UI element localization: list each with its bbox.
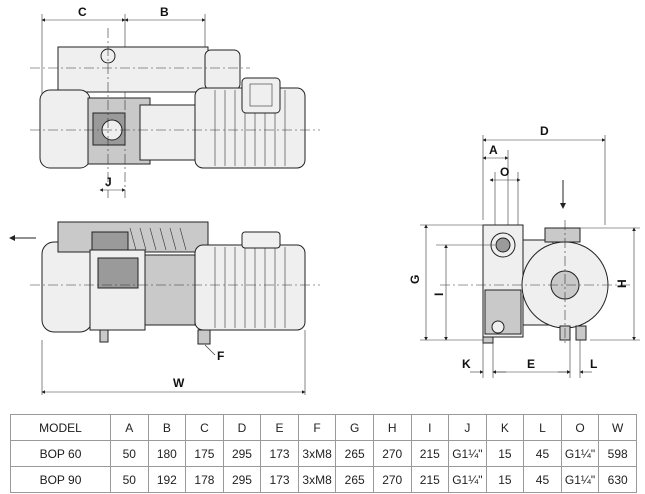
header-cell: L <box>523 414 562 441</box>
header-cell: H <box>372 414 412 441</box>
dim-label-e: E <box>527 357 535 371</box>
table-cell: 265 <box>335 466 374 493</box>
table-cell: 295 <box>222 466 262 493</box>
specification-table: MODEL A B C D E F G H I J K L O W BOP 60… <box>10 414 637 493</box>
dim-label-g: G <box>408 275 422 284</box>
table-cell: G1¼" <box>448 440 487 467</box>
header-cell: C <box>185 414 224 441</box>
table-cell: 3xM8 <box>297 440 337 467</box>
table-cell: 3xM8 <box>297 466 337 493</box>
header-cell: K <box>485 414 525 441</box>
header-cell: I <box>410 414 450 441</box>
front-view: D A O G I <box>408 124 640 378</box>
header-cell: B <box>147 414 187 441</box>
table-cell: 192 <box>147 466 187 493</box>
dim-label-h: H <box>615 279 629 288</box>
dim-label-o: O <box>500 165 509 179</box>
dim-label-c: C <box>78 5 87 19</box>
dim-label-b: B <box>160 5 169 19</box>
table-cell: 270 <box>372 440 412 467</box>
model-cell: BOP 90 <box>10 466 111 493</box>
header-cell: E <box>260 414 299 441</box>
dim-label-a: A <box>489 143 498 157</box>
table-cell: 173 <box>260 466 299 493</box>
table-cell: 180 <box>147 440 187 467</box>
table-cell: 295 <box>222 440 262 467</box>
table-cell: 175 <box>185 440 224 467</box>
table-cell: 270 <box>372 466 412 493</box>
dim-label-f: F <box>217 349 224 363</box>
dim-label-l: L <box>590 357 597 371</box>
header-cell: W <box>598 414 637 441</box>
table-cell: 45 <box>523 440 562 467</box>
table-cell: 215 <box>410 440 450 467</box>
model-cell: BOP 60 <box>10 440 111 467</box>
dim-label-i: I <box>432 293 446 296</box>
header-cell: J <box>448 414 487 441</box>
table-cell: 630 <box>598 466 637 493</box>
table-cell: G1¼" <box>448 466 487 493</box>
header-cell: O <box>560 414 600 441</box>
table-cell: 45 <box>523 466 562 493</box>
dim-label-d: D <box>540 124 549 138</box>
table-cell: 15 <box>485 440 525 467</box>
header-cell: A <box>110 414 149 441</box>
table-cell: 215 <box>410 466 450 493</box>
dim-label-w: W <box>173 376 185 390</box>
table-header-row: MODEL A B C D E F G H I J K L O W <box>10 414 637 441</box>
table-cell: 50 <box>110 440 149 467</box>
table-cell: G1¼" <box>560 466 600 493</box>
dim-label-k: K <box>462 357 471 371</box>
technical-drawing: C B J <box>9 5 640 395</box>
table-row: BOP 60 50 180 175 295 173 3xM8 265 270 2… <box>10 440 637 467</box>
table-cell: 265 <box>335 440 374 467</box>
table-cell: 173 <box>260 440 299 467</box>
header-cell: G <box>335 414 374 441</box>
top-view: C B J <box>30 5 320 198</box>
side-view: F W <box>9 221 320 395</box>
table-cell: 178 <box>185 466 224 493</box>
header-cell: MODEL <box>10 414 111 441</box>
table-cell: 50 <box>110 466 149 493</box>
table-cell: G1¼" <box>560 440 600 467</box>
header-cell: D <box>222 414 262 441</box>
dim-label-j: J <box>105 175 112 189</box>
table-cell: 15 <box>485 466 525 493</box>
table-cell: 598 <box>598 440 637 467</box>
header-cell: F <box>297 414 337 441</box>
table-row: BOP 90 50 192 178 295 173 3xM8 265 270 2… <box>10 466 637 493</box>
